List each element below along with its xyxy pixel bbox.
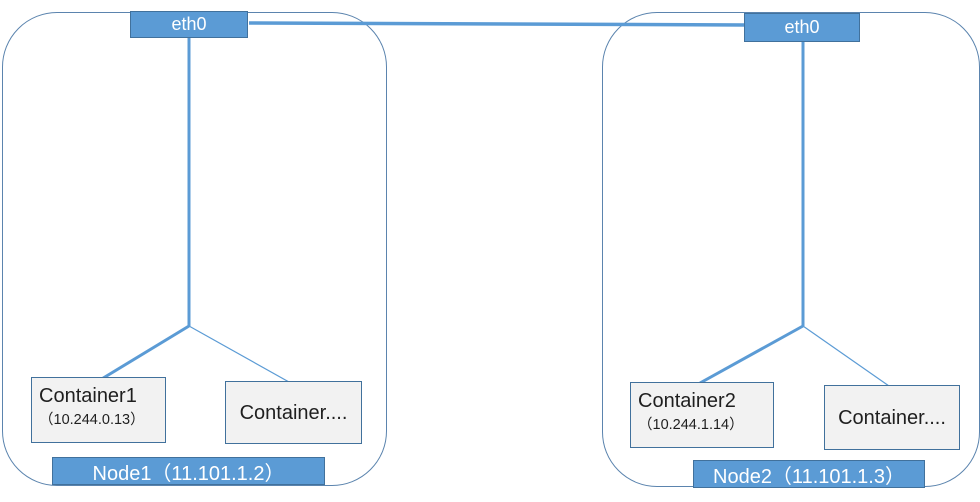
node2-container2-box: Container2 （10.244.1.14） — [630, 382, 774, 448]
container-name: Container.... — [239, 401, 348, 424]
container-name: Container2 — [638, 390, 736, 412]
node1-eth0-label: eth0 — [130, 11, 248, 38]
node1-name-plate: Node1（11.101.1.2） — [52, 457, 325, 485]
node1-container1-box: Container1 （10.244.0.13） — [31, 377, 166, 443]
node1-container-more-box: Container.... — [225, 381, 362, 444]
container-name: Container.... — [838, 406, 946, 429]
container-ip: （10.244.1.14） — [638, 417, 744, 433]
node2-eth0-label: eth0 — [744, 13, 860, 42]
node2-container-more-box: Container.... — [824, 385, 960, 450]
node2-name-plate: Node2（11.101.1.3） — [693, 460, 925, 488]
container-name: Container1 — [39, 385, 137, 407]
container-ip: （10.244.0.13） — [39, 412, 145, 428]
